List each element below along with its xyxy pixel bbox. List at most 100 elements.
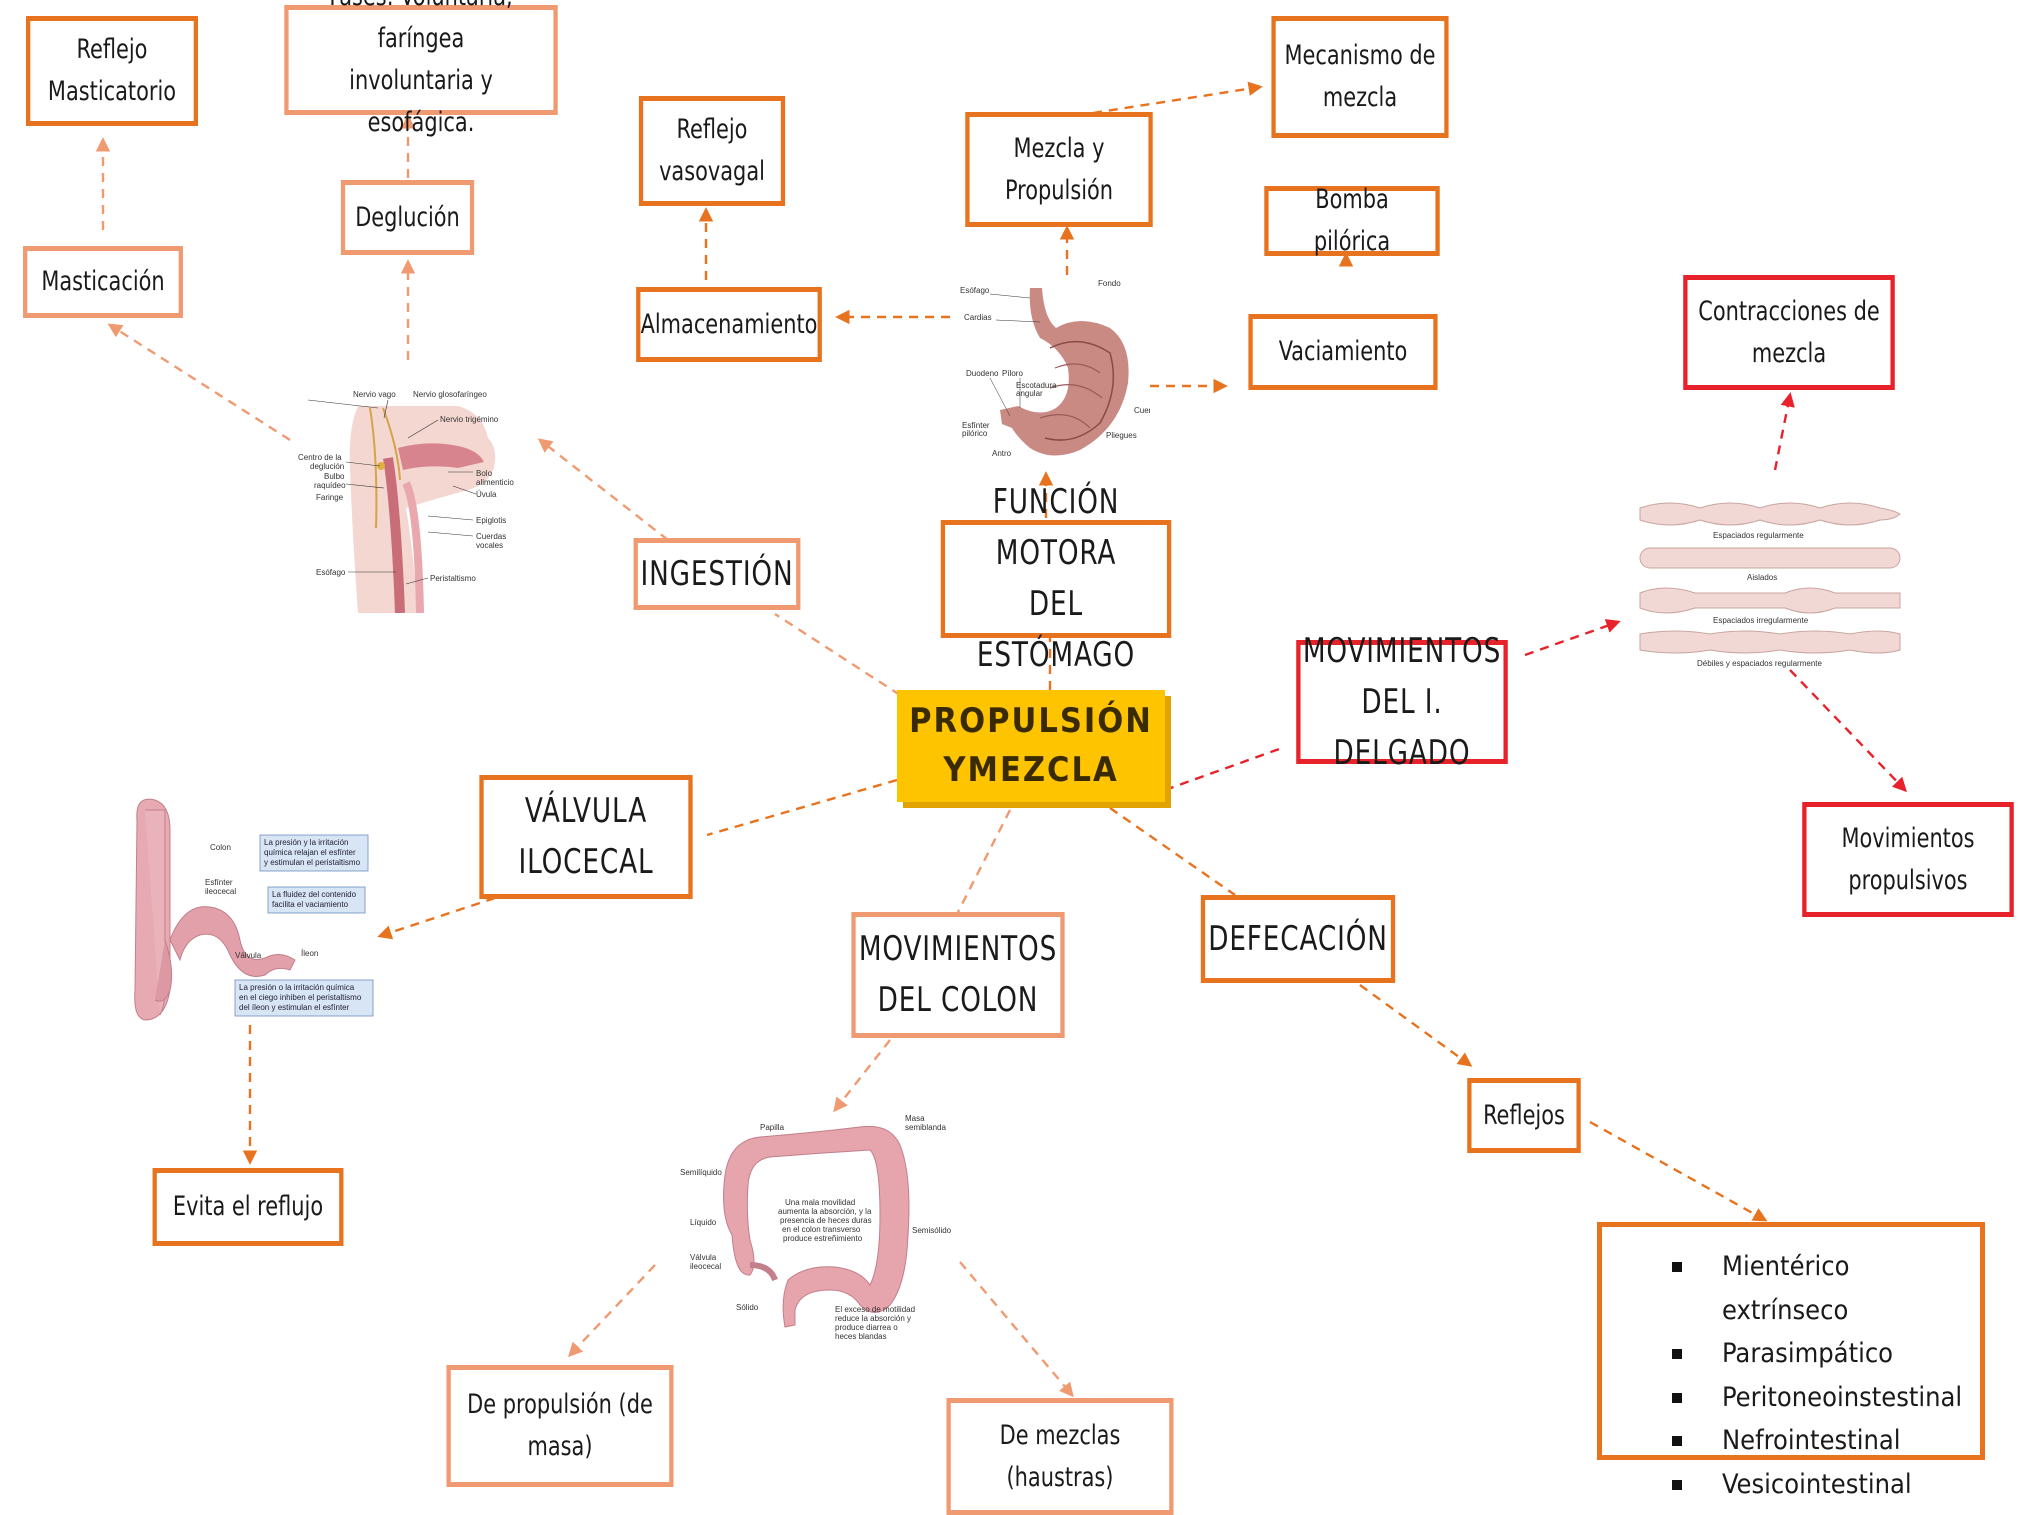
- illus-label: vocales: [476, 541, 503, 550]
- node-label: mezcla: [1322, 82, 1398, 113]
- illus-note: facilita el vaciamiento: [272, 900, 349, 909]
- node-label: INGESTIÓN: [640, 553, 794, 594]
- illus-label: Fondo: [1098, 279, 1121, 288]
- illus-label: Débiles y espaciados regularmente: [1697, 659, 1823, 668]
- connector: [959, 1261, 1074, 1398]
- illus-label: Esfínter: [962, 421, 990, 430]
- connector: [774, 612, 901, 697]
- masticacion-node: Masticación: [23, 246, 183, 318]
- colon-illustration: Papilla Masa semiblanda Semilíquido Líqu…: [680, 1115, 970, 1347]
- connector: [956, 809, 1012, 913]
- illus-label: Esófago: [960, 286, 990, 295]
- node-label: Mezcla y: [1013, 132, 1105, 164]
- almacenamiento-node: Almacenamiento: [636, 287, 822, 362]
- illus-label: Íleon: [301, 949, 318, 958]
- node-label: Mecanismo de: [1284, 40, 1436, 72]
- illus-label: raquídeo: [314, 481, 346, 490]
- illus-note: presencia de heces duras: [780, 1216, 872, 1225]
- illus-label: Píloro: [1002, 369, 1023, 378]
- node-label: Reflejos: [1483, 1099, 1565, 1131]
- illus-label: Semisólido: [912, 1226, 952, 1235]
- illus-label: Duodeno: [966, 369, 999, 378]
- list-item: Nefrointestinal: [1672, 1419, 1980, 1463]
- node-label: ILOCECAL: [518, 842, 654, 882]
- node-label: mezcla: [1751, 337, 1827, 369]
- connector: [107, 323, 291, 442]
- connector: [568, 1264, 656, 1358]
- node-label: involuntaria y esofágica.: [349, 65, 493, 138]
- illus-label: Líquido: [690, 1218, 717, 1227]
- illus-note: química relajan el esfínter: [264, 848, 356, 857]
- node-label: (haustras): [1006, 1461, 1114, 1493]
- illus-label: Masa: [905, 1115, 925, 1123]
- central-topic-line: PROPULSIÓN Y: [909, 700, 1153, 790]
- connector: [1789, 669, 1907, 793]
- illus-label: Faringe: [316, 493, 344, 502]
- deglucion-node: Deglución: [340, 180, 475, 255]
- connector: [1109, 807, 1236, 896]
- illus-label: Cardias: [964, 313, 992, 322]
- connector: [377, 896, 496, 940]
- illus-label: Peristaltismo: [430, 574, 476, 583]
- list-item: Peritoneoinstestinal: [1672, 1376, 1980, 1420]
- ileocecal-valve-illustration: La presión y la irritación química relaj…: [125, 790, 375, 1025]
- node-label: DEL I. DELGADO: [1333, 681, 1471, 773]
- connector: [537, 438, 669, 541]
- illus-label: Centro de la: [298, 453, 342, 462]
- defecacion-node: DEFECACIÓN: [1200, 895, 1396, 983]
- intestine-segmentation-illustration: Espaciados regularmente Aislados Espacia…: [1635, 498, 1905, 673]
- illus-note: y estimulan el peristaltismo: [264, 858, 361, 867]
- connector: [1359, 984, 1473, 1067]
- illus-note: El exceso de motilidad: [835, 1305, 915, 1314]
- illus-label: Válvula: [690, 1253, 717, 1262]
- illus-label: Semilíquido: [680, 1168, 722, 1177]
- node-label: De mezclas: [999, 1419, 1121, 1451]
- illus-note: La presión o la irritación química: [239, 983, 355, 992]
- movimientos-propulsivos-node: Movimientos propulsivos: [1802, 802, 2014, 917]
- illus-label: Nervio trigémino: [440, 415, 499, 424]
- node-label: propulsivos: [1848, 864, 1968, 896]
- mecanismo-mezcla-node: Mecanismo de mezcla: [1271, 16, 1449, 138]
- node-label: DEL COLON: [877, 980, 1039, 1020]
- node-label: Movimientos: [1841, 822, 1975, 854]
- node-label: Almacenamiento: [640, 308, 818, 340]
- illus-note: reduce la absorción y: [835, 1314, 911, 1323]
- illus-label: Escotadura: [1016, 381, 1057, 390]
- fases-node: Fases: Voluntaria, faríngea involuntaria …: [284, 0, 558, 138]
- node-label: De propulsión (de: [467, 1389, 653, 1421]
- node-label: Fases: Voluntaria, faríngea: [329, 0, 512, 55]
- node-label: Reflejo: [676, 114, 748, 146]
- reflejos-list: Mientérico extrínseco Parasimpático Peri…: [1672, 1245, 1980, 1506]
- illus-label: angular: [1016, 389, 1043, 398]
- node-label: Masticación: [41, 266, 165, 298]
- contracciones-mezcla-node: Contracciones de mezcla: [1683, 275, 1895, 390]
- node-label: Masticatorio: [47, 76, 177, 107]
- illus-label: Pliegues: [1106, 431, 1137, 440]
- illus-note: La presión y la irritación: [264, 838, 348, 847]
- illus-label: Úvula: [476, 490, 497, 499]
- connector: [706, 778, 898, 837]
- list-item: Mientérico extrínseco: [1672, 1245, 1980, 1332]
- movimientos-colon-node: MOVIMIENTOS DEL COLON: [851, 912, 1065, 1038]
- illus-label: Esfínter: [205, 878, 233, 887]
- node-label: Propulsión: [1004, 174, 1114, 206]
- node-label: masa): [527, 1431, 593, 1462]
- illus-label: alimenticio: [476, 478, 514, 487]
- illus-note: Una mala movilidad: [785, 1198, 855, 1207]
- illus-label: Cuerdas: [476, 532, 506, 541]
- illus-label: Bulbo: [324, 472, 345, 481]
- illus-label: Bolo: [476, 469, 493, 478]
- node-label: FUNCIÓN MOTORA: [992, 482, 1120, 573]
- evita-reflujo-node: Evita el reflujo: [152, 1168, 344, 1246]
- node-label: Contracciones de: [1698, 295, 1880, 327]
- node-label: MOVIMIENTOS: [858, 929, 1058, 969]
- node-label: Vaciamiento: [1278, 336, 1408, 368]
- stomach-illustration: Esófago Fondo Cardias Duodeno Píloro Esc…: [960, 278, 1150, 468]
- illus-note: produce estreñimiento: [783, 1234, 863, 1243]
- illus-label: Papilla: [760, 1123, 785, 1132]
- illus-note: del íleon y estimulan el esfínter: [239, 1003, 350, 1012]
